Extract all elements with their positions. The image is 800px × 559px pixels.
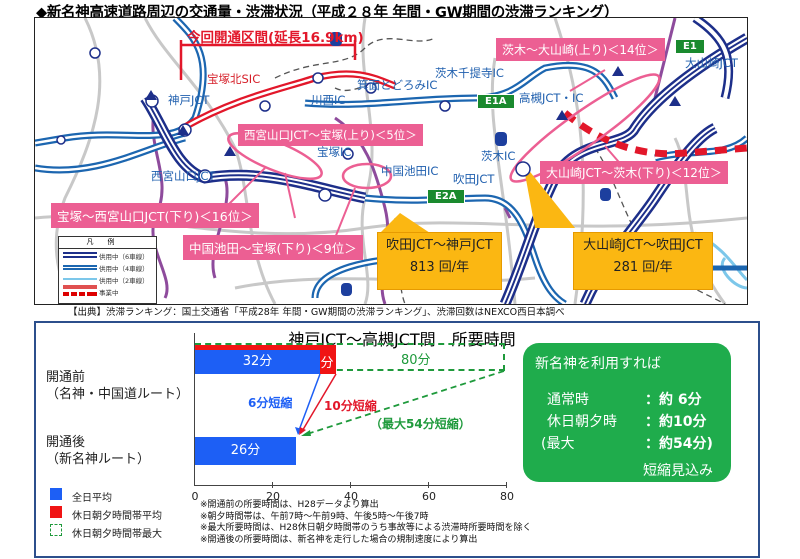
legend-title: 凡例 — [59, 237, 156, 249]
summary-holiday-label: 休日朝夕時 — [547, 414, 617, 430]
six-lane-line-icon — [63, 252, 97, 258]
suita-jct-label: 吹田JCT — [453, 172, 495, 186]
two-lane-line-icon — [63, 278, 97, 280]
summary-holiday-value: ：約10分 — [645, 414, 707, 430]
travel-time-panel: 神戸JCT～高槻JCT間 所要時間 開通前 （名神・中国道ルート） 開通後 （新… — [34, 321, 760, 558]
notes: ※開通前の所要時間は、H28データより算出 ※朝夕時間帯は、午前7時～午前9時、… — [200, 500, 532, 545]
kawanishi-ic-label: 川西IC — [311, 93, 346, 107]
takatsuki-jct-label: 高槻JCT・IC — [519, 91, 584, 105]
reduction-avg-label: 6分短縮 — [248, 396, 293, 410]
route-map: 今回開通区間(延長16.9km) 宝塚北SIC 神戸JCT 川西IC 箕面とどろ… — [34, 17, 748, 305]
summary-normal-label: 通常時 — [547, 392, 589, 408]
ibaraki-senteiji-ic-label: 茨木千提寺IC — [435, 66, 504, 80]
legend-2lane: 供用中（2車線） — [59, 273, 156, 285]
congestion-count-oyamazaki-suita: 大山崎JCT～吹田JCT 281 回/年 — [573, 232, 713, 290]
green-dashed-swatch-icon — [50, 524, 62, 536]
map-legend: 凡例 供用中（6車線） 供用中（4車線） 供用中（2車線） 事業中 — [58, 236, 157, 304]
red-swatch-icon — [50, 506, 62, 518]
rank-ikeda-takarazuka-down: 中国池田～宝塚(下り)＜9位＞ — [183, 235, 363, 260]
bar-after-avg: 26分 — [195, 437, 296, 465]
summary-footer: 短縮見込み — [643, 463, 713, 479]
legend-under-construction: 事業中 — [59, 285, 156, 297]
four-lane-line-icon — [63, 265, 97, 270]
x-tick-40: 40 — [344, 490, 358, 503]
summary-max-label: (最大 — [541, 436, 575, 452]
construction-line-icon — [63, 285, 97, 296]
x-tick-60: 60 — [422, 490, 436, 503]
rank-oyamazaki-ibaraki-down: 大山崎JCT～茨木(下り)＜12位＞ — [540, 161, 728, 184]
count-value: 281 回/年 — [613, 260, 673, 275]
legend-6lane: 供用中（6車線） — [59, 249, 156, 261]
congestion-count-suita-kobe: 吹田JCT～神戸JCT 813 回/年 — [377, 232, 502, 290]
e1-route-sign: E1 — [675, 39, 705, 54]
chugoku-ikeda-ic-label: 中国池田IC — [381, 164, 439, 178]
summary-heading: 新名神を利用すれば — [535, 356, 661, 372]
reduction-max-label: （最大54分短縮） — [370, 417, 471, 431]
minoh-ic-label: 箕面とどろみIC — [357, 78, 438, 92]
kobe-jct-label: 神戸JCT — [168, 93, 210, 107]
summary-normal-value: ：約 6分 — [645, 392, 702, 408]
x-tick-80: 80 — [500, 490, 514, 503]
row-label-after: 開通後 （新名神ルート） — [46, 435, 151, 467]
opening-section-label: 今回開通区間(延長16.9km) — [187, 30, 364, 46]
rank-takarazuka-nishinomiya-down: 宝塚～西宮山口JCT(下り)＜16位＞ — [51, 203, 259, 228]
x-tick-0: 0 — [191, 490, 199, 503]
row-label-before: 開通前 （名神・中国道ルート） — [46, 370, 190, 402]
summary-max-value: ：約54分) — [645, 436, 713, 452]
blue-swatch-icon — [50, 488, 62, 500]
bar-before-max-label: 80分 — [401, 353, 431, 368]
y-axis — [194, 333, 195, 485]
rank-ibaraki-oyamazaki-up: 茨木～大山崎(上り)＜14位＞ — [496, 38, 665, 61]
section-label: 大山崎JCT～吹田JCT — [583, 238, 703, 253]
section-label: 吹田JCT～神戸JCT — [386, 238, 493, 253]
count-value: 813 回/年 — [409, 260, 470, 275]
bar-before-avg: 32分 — [195, 350, 320, 374]
source-note: 【出典】渋滞ランキング：国土交通省「平成28年 年間・GW期間の渋滞ランキング」… — [68, 307, 565, 318]
e2a-route-sign: E2A — [427, 189, 465, 204]
legend-4lane: 供用中（4車線） — [59, 261, 156, 273]
takarazuka-kita-sic-label: 宝塚北SIC — [207, 72, 261, 86]
ibaraki-ic-label: 茨木IC — [481, 149, 516, 163]
rank-nishinomiya-takarazuka-up: 西宮山口JCT～宝塚(上り)＜5位＞ — [238, 124, 423, 146]
takarazuka-ic-label: 宝塚IC — [317, 145, 352, 159]
nishinomiya-jct-label: 西宮山口JCT — [151, 169, 216, 183]
x-tick-20: 20 — [266, 490, 280, 503]
reduction-peak-label: 10分短縮 — [324, 399, 377, 413]
e1a-route-sign: E1A — [477, 94, 515, 109]
oyamazaki-jct-label: 大山崎JCT — [685, 56, 738, 70]
summary-box: 新名神を利用すれば 通常時 ：約 6分 休日朝夕時 ：約10分 (最大 ：約54… — [523, 343, 731, 482]
